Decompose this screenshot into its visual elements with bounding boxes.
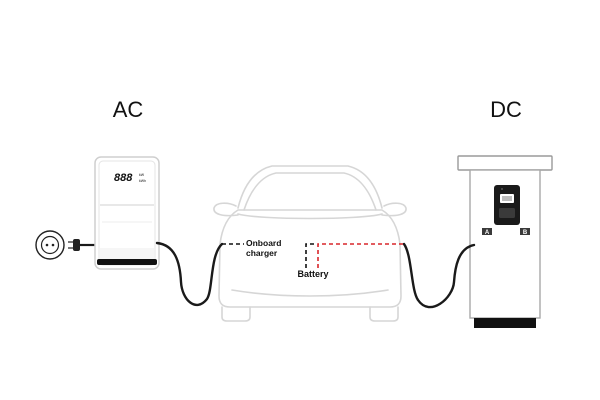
battery-label: Battery <box>297 269 328 279</box>
dc-charging-station: A B <box>457 155 553 328</box>
dc-port-a-label: A <box>485 230 490 236</box>
dc-port-b-label: B <box>523 230 528 236</box>
ac-wallbox <box>94 156 160 270</box>
dc-heading: DC <box>490 97 522 122</box>
wallbox-display-digits: 888 <box>114 172 133 184</box>
car-outline <box>213 165 407 322</box>
onboard-charger-label-line2: charger <box>246 248 278 258</box>
ac-charging-cable <box>155 241 224 306</box>
dc-charging-cable <box>402 242 476 309</box>
onboard-charger-label-line1: Onboard <box>246 238 281 248</box>
plug-icon <box>68 239 96 251</box>
ac-heading: AC <box>113 97 144 122</box>
ac-to-battery-dashed-line <box>305 243 315 268</box>
wall-socket-icon <box>35 230 65 260</box>
wallbox-display: 888 kW kWh <box>114 172 146 184</box>
wallbox-display-unit-bottom: kWh <box>139 179 146 183</box>
dc-station-screen <box>494 185 520 225</box>
dc-dashed-line <box>317 243 404 268</box>
wallbox-display-unit-top: kW <box>139 173 145 177</box>
